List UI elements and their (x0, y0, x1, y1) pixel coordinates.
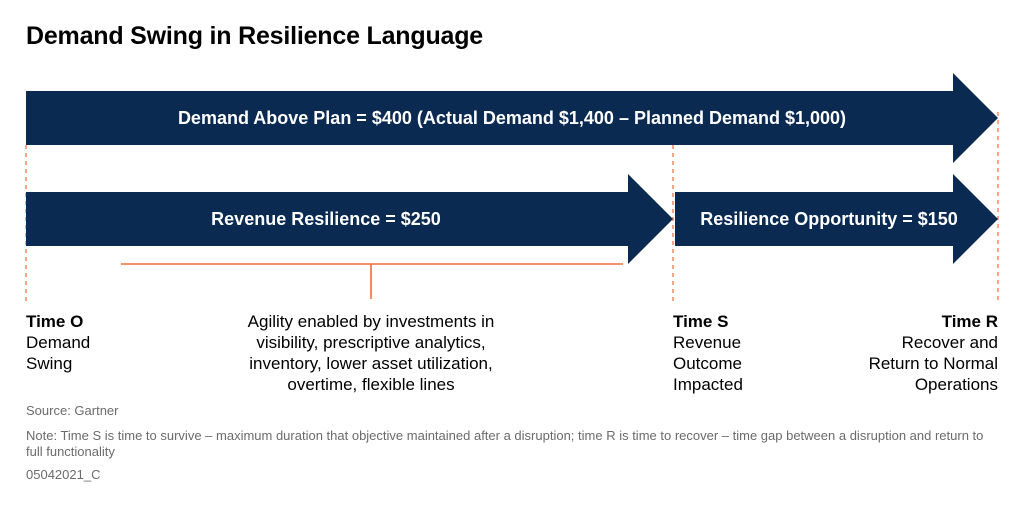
time-s-label: Time S Revenue Outcome Impacted (673, 311, 743, 395)
demand-above-plan-label: Demand Above Plan = $400 (Actual Demand … (178, 108, 846, 128)
time-s-heading: Time S (673, 312, 729, 331)
time-s-text: Revenue Outcome Impacted (673, 333, 743, 394)
revenue-resilience-label: Revenue Resilience = $250 (211, 209, 441, 229)
time-r-heading: Time R (941, 312, 998, 331)
agility-description: Agility enabled by investments in visibi… (247, 312, 495, 394)
time-o-label: Time O Demand Swing (26, 311, 90, 374)
time-o-heading: Time O (26, 312, 84, 331)
time-r-label: Time R Recover and Return to Normal Oper… (869, 311, 998, 395)
time-o-text: Demand Swing (26, 333, 91, 373)
resilience-opportunity-arrow (675, 174, 998, 264)
time-r-text: Recover and Return to Normal Operations (868, 333, 998, 394)
document-code: 05042021_C (26, 467, 101, 482)
note-text: Note: Time S is time to survive – maximu… (26, 428, 984, 459)
page-title: Demand Swing in Resilience Language (26, 22, 483, 50)
revenue-resilience-arrow (26, 174, 673, 264)
resilience-opportunity-label: Resilience Opportunity = $150 (700, 209, 958, 229)
demand-above-plan-arrow (26, 73, 998, 163)
source-text: Source: Gartner (26, 403, 119, 418)
